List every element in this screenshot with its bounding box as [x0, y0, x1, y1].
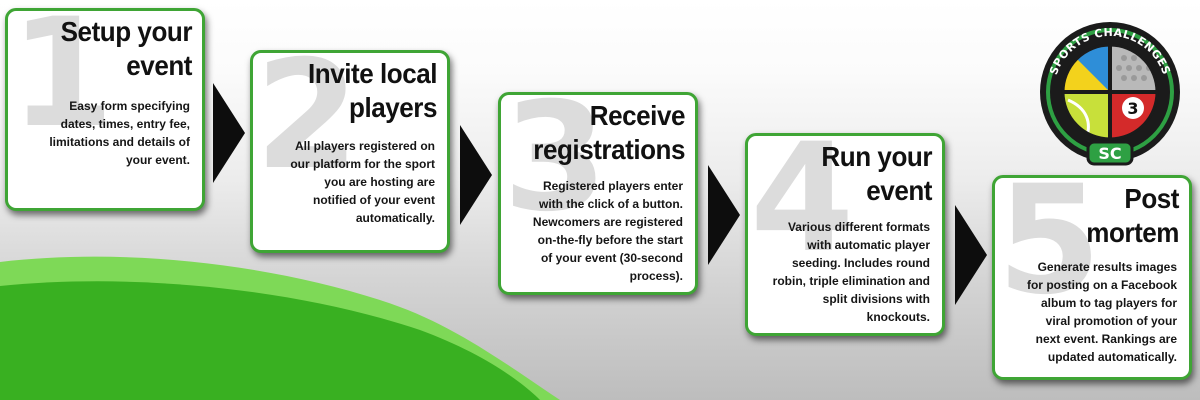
flow-arrow-2	[460, 125, 492, 225]
step-description-5: Generate results images for posting on a…	[1026, 260, 1177, 364]
step-card-4: 4 Run your event Various different forma…	[745, 133, 945, 336]
step-description-1: Easy form specifying dates, times, entry…	[49, 99, 190, 167]
step-card-1: 1 Setup your event Easy form specifying …	[5, 8, 205, 211]
step-description-2: All players registered on our platform f…	[290, 139, 435, 225]
flow-arrow-1	[213, 83, 245, 183]
flow-arrow-4	[955, 205, 987, 305]
step-title-1: Setup your event	[60, 16, 193, 81]
step-card-2: 2 Invite local players All players regis…	[250, 50, 450, 253]
step-number-3: 3	[503, 92, 607, 245]
step-title-5: Post mortem	[1086, 183, 1179, 248]
step-number-2: 2	[255, 50, 359, 203]
step-card-3: 3 Receive registrations Registered playe…	[498, 92, 698, 295]
flow-arrow-3	[708, 165, 740, 265]
svg-text:SC: SC	[1098, 144, 1121, 163]
svg-text:3: 3	[1127, 99, 1138, 118]
step-title-2: Invite local players	[307, 58, 437, 123]
sports-challenges-logo-icon: SPORTS CHALLENGES 3 SC	[1040, 22, 1180, 166]
step-card-5: 5 Post mortem Generate results images fo…	[992, 175, 1192, 380]
step-title-4: Run your event	[821, 141, 932, 206]
step-number-1: 1	[10, 8, 114, 161]
step-title-3: Receive registrations	[533, 100, 685, 165]
step-number-4: 4	[750, 133, 854, 286]
step-number-5: 5	[997, 175, 1101, 328]
step-description-3: Registered players enter with the click …	[532, 179, 683, 283]
step-description-4: Various different formats with automatic…	[772, 220, 930, 324]
